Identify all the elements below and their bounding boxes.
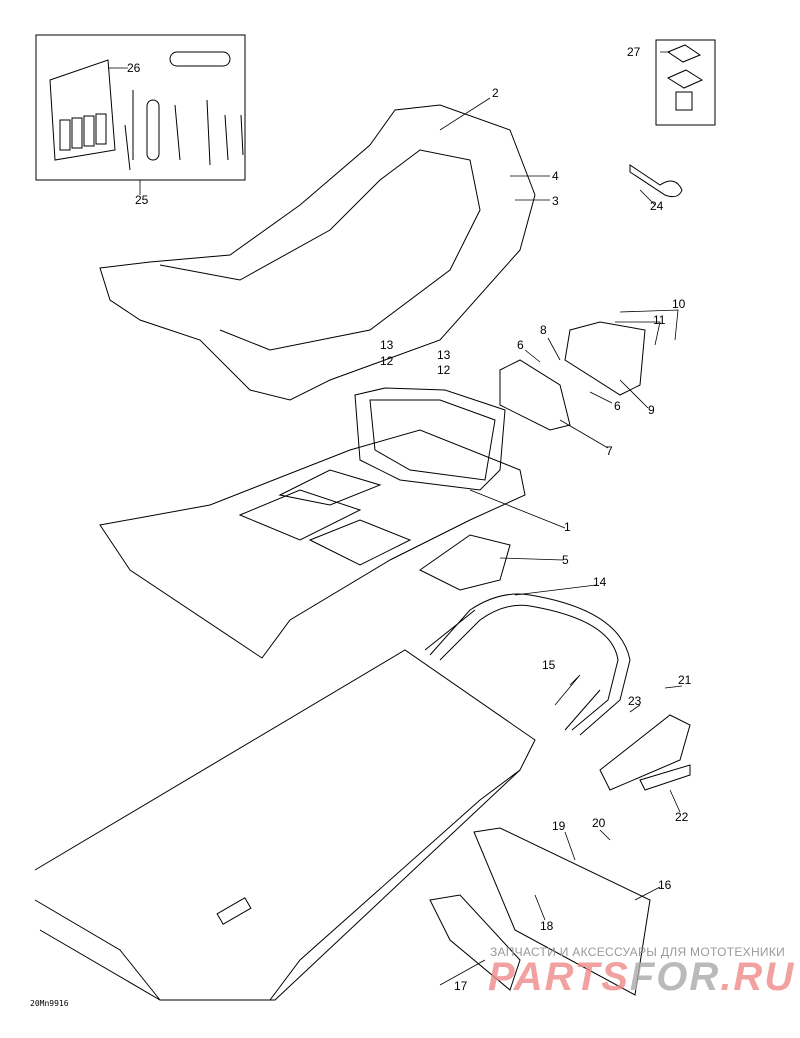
callout-24: 24 [650, 199, 664, 213]
callout-6: 6 [517, 338, 524, 352]
callout-18: 18 [540, 919, 554, 933]
watermark-brand-b: FOR [629, 955, 721, 999]
diagram-code: 20Mn9916 [30, 999, 69, 1008]
callout-6b: 6 [614, 399, 621, 413]
callout-25: 25 [135, 193, 149, 207]
watermark-brand-c: .RU [720, 955, 796, 999]
callout-27: 27 [627, 45, 641, 59]
callout-7: 7 [606, 444, 613, 458]
callout-15: 15 [542, 658, 556, 672]
leader-lines [108, 51, 683, 986]
callout-1: 1 [564, 520, 571, 534]
callout-21: 21 [678, 673, 692, 687]
callout-23: 23 [628, 694, 642, 708]
callout-13b: 13 [437, 348, 451, 362]
plate [419, 534, 511, 591]
callout-9: 9 [648, 403, 655, 417]
callout-13: 13 [380, 338, 394, 352]
side-bracket [599, 714, 691, 791]
seat-base-tray [99, 387, 526, 659]
flap-bracket [429, 827, 651, 996]
wrench [629, 164, 683, 198]
callout-19: 19 [552, 819, 566, 833]
tool-kit-box [35, 34, 246, 181]
callout-8: 8 [540, 323, 547, 337]
callout-3: 3 [552, 194, 559, 208]
callout-12b: 12 [437, 363, 451, 377]
callout-2: 2 [492, 86, 499, 100]
callout-14: 14 [593, 575, 607, 589]
callout-16: 16 [658, 878, 672, 892]
gasket-kit-box [655, 39, 716, 126]
callout-20: 20 [592, 816, 606, 830]
callout-17: 17 [454, 979, 468, 993]
tunnel [34, 649, 536, 1001]
seat [99, 104, 536, 401]
watermark-tagline: ЗАПЧАСТИ И АКСЕССУАРЫ ДЛЯ МОТОТЕХНИКИ [490, 945, 786, 959]
callout-11: 11 [653, 313, 666, 327]
watermark-brand-a: PARTS [488, 955, 630, 999]
callout-4: 4 [552, 169, 559, 183]
taillight [499, 321, 646, 431]
callout-10: 10 [672, 297, 686, 311]
callout-22: 22 [675, 810, 689, 824]
watermark-logo: PARTSFOR.RU [488, 955, 795, 1000]
grab-handle [424, 593, 631, 736]
callout-5: 5 [562, 553, 569, 567]
callout-12: 12 [380, 354, 394, 368]
callout-26: 26 [127, 61, 141, 75]
